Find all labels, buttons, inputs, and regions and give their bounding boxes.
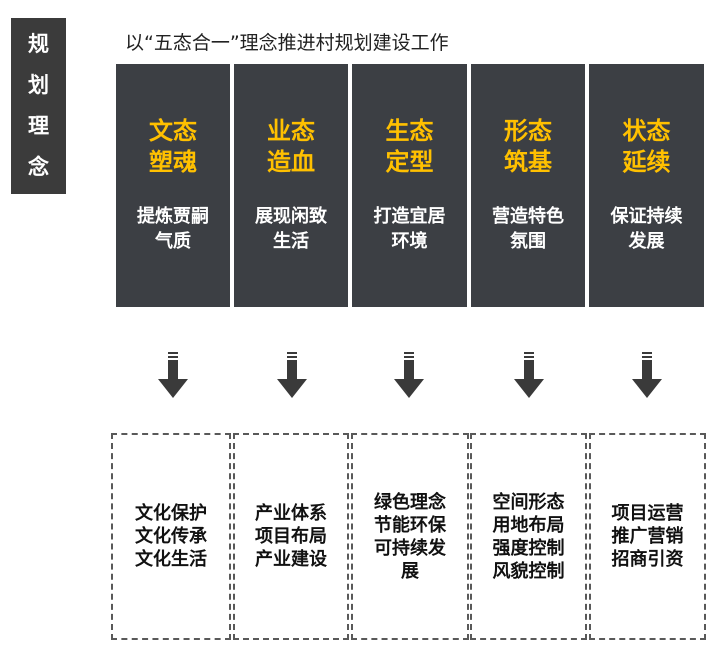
detail-text: 空间形态用地布局强度控制风貌控制 xyxy=(492,491,565,582)
side-label-char-2: 划 xyxy=(28,73,49,97)
concept-desc: 提炼贾嗣气质 xyxy=(136,206,209,252)
detail-box-ecology: 绿色理念节能环保可持续发展 xyxy=(351,433,469,640)
arrow-down-icon xyxy=(158,352,188,398)
concept-box-form: 形态筑基 营造特色氛围 xyxy=(471,64,585,307)
detail-box-form: 空间形态用地布局强度控制风貌控制 xyxy=(470,433,587,640)
concept-desc: 保证持续发展 xyxy=(610,206,683,252)
detail-text: 项目运营推广营销招商引资 xyxy=(611,503,684,570)
side-label-char-1: 规 xyxy=(28,32,49,56)
concept-title: 业态造血 xyxy=(266,117,315,176)
arrow-down-icon xyxy=(394,352,424,398)
detail-box-industry: 产业体系项目布局产业建设 xyxy=(233,433,349,640)
arrow-down-icon xyxy=(632,352,662,398)
detail-box-culture: 文化保护文化传承文化生活 xyxy=(111,433,231,640)
concept-title: 形态筑基 xyxy=(503,117,552,176)
concept-title: 生态定型 xyxy=(385,117,434,176)
concept-desc: 打造宜居环境 xyxy=(373,206,446,252)
concept-desc: 营造特色氛围 xyxy=(491,206,564,252)
concept-box-culture: 文态塑魂 提炼贾嗣气质 xyxy=(116,64,230,307)
concept-box-industry: 业态造血 展现闲致生活 xyxy=(234,64,348,307)
side-label: 规 划 理 念 xyxy=(11,18,66,194)
arrow-down-icon xyxy=(514,352,544,398)
detail-text: 产业体系项目布局产业建设 xyxy=(254,503,327,570)
detail-text: 文化保护文化传承文化生活 xyxy=(134,503,207,570)
concept-title: 文态塑魂 xyxy=(148,117,197,176)
side-label-char-3: 理 xyxy=(28,114,49,138)
concept-desc: 展现闲致生活 xyxy=(254,206,327,252)
arrow-down-icon xyxy=(277,352,307,398)
side-label-char-4: 念 xyxy=(28,155,49,179)
concept-box-continuity: 状态延续 保证持续发展 xyxy=(589,64,704,307)
detail-box-continuity: 项目运营推广营销招商引资 xyxy=(589,433,706,640)
concept-box-ecology: 生态定型 打造宜居环境 xyxy=(352,64,467,307)
headline: 以“五态合一”理念推进村规划建设工作 xyxy=(125,32,449,54)
detail-text: 绿色理念节能环保可持续发展 xyxy=(373,491,446,582)
concept-title: 状态延续 xyxy=(622,117,671,176)
